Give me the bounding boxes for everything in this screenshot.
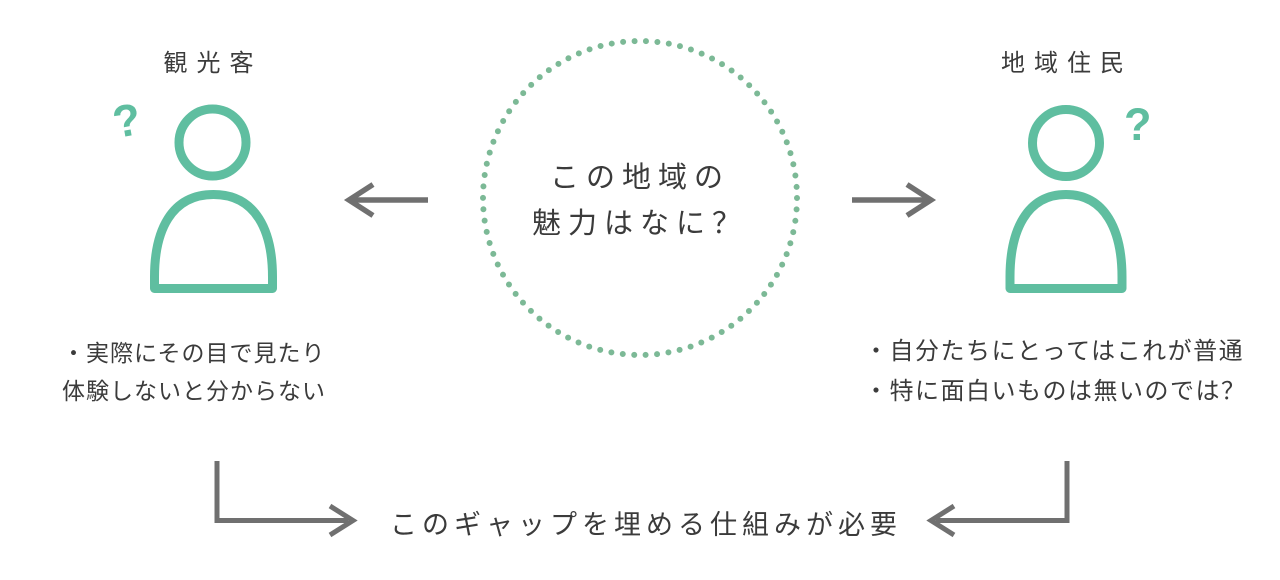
tourist-head-icon — [174, 104, 251, 181]
elbow-arrow-right-icon — [926, 461, 1070, 538]
residents-head-icon — [1028, 105, 1104, 181]
tourist-body-icon — [150, 190, 277, 293]
residents-question-mark: ? — [1124, 99, 1152, 150]
residents-label: 地域住民 — [1001, 50, 1133, 77]
residents-body-icon — [1005, 190, 1127, 293]
conclusion-text: このギャップを埋める仕組みが必要 — [390, 510, 902, 540]
arrow-left-icon — [343, 182, 428, 218]
dotted-circle — [480, 38, 800, 358]
residents-note-line: ・特に面白いものは無いのでは？ — [864, 378, 1247, 405]
residents-person-icon — [1005, 105, 1127, 293]
residents-note-line: ・自分たちにとってはこれが普通 — [864, 338, 1245, 365]
central-question: この地域の 魅力はなに？ — [480, 155, 800, 247]
tourist-note-line: ・実際にその目で見たり — [62, 340, 326, 366]
residents-notes: ・自分たちにとってはこれが普通 ・特に面白いものは無いのでは？ — [864, 332, 1247, 412]
central-question-line2: 魅力はなに？ — [531, 208, 748, 240]
tourist-label: 観光客 — [163, 50, 263, 77]
tourist-notes: ・実際にその目で見たり 体験しないと分からない — [62, 334, 326, 410]
elbow-arrow-left-icon — [214, 461, 358, 538]
tourist-person-icon — [150, 104, 277, 293]
arrow-right-icon — [852, 182, 937, 218]
tourist-note-line: 体験しないと分からない — [62, 378, 326, 404]
central-question-line1: この地域の — [549, 162, 730, 194]
